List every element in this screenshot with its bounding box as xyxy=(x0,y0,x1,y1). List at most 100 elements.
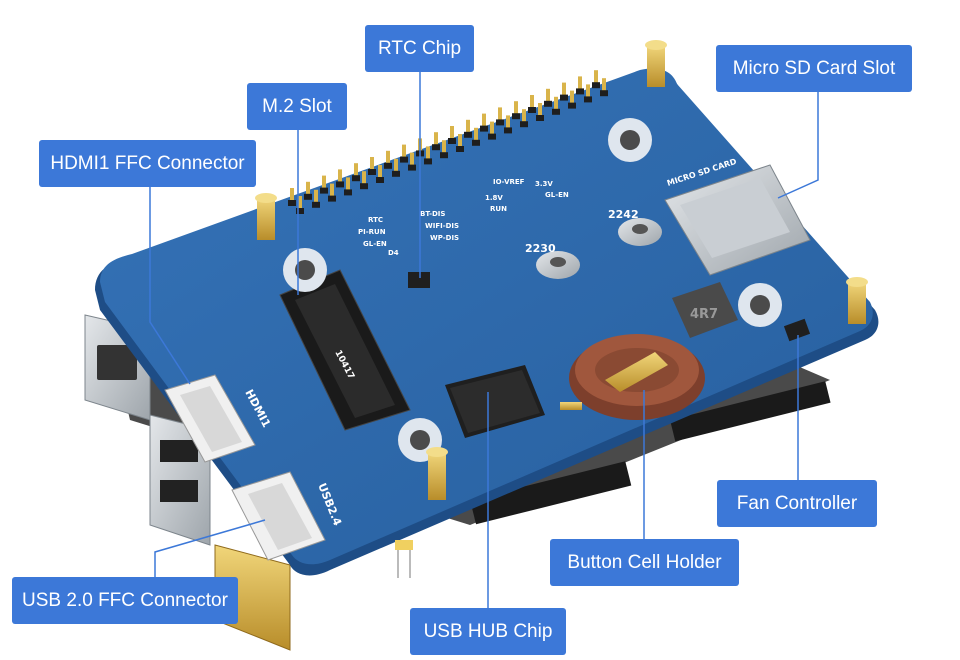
callout-usb2-ffc-connector: USB 2.0 FFC Connector xyxy=(12,577,238,624)
gpio-pin-base xyxy=(560,94,568,101)
silk-wifi-dis: WIFI-DIS xyxy=(425,222,459,230)
m2-standoffs: 2230 2242 xyxy=(525,208,662,279)
gpio-pin-base xyxy=(296,208,304,214)
callout-micro-sd-card-slot: Micro SD Card Slot xyxy=(716,45,912,92)
gpio-pin xyxy=(482,113,486,128)
gpio-pin-base xyxy=(592,82,600,89)
gpio-pin xyxy=(538,103,542,117)
gpio-pin xyxy=(338,169,342,184)
gpio-pin-base xyxy=(536,115,544,121)
gpio-pin xyxy=(594,70,598,85)
gpio-pin xyxy=(554,96,558,111)
gpio-pin-base xyxy=(576,88,584,95)
gpio-pin xyxy=(314,189,318,204)
gpio-pin-base xyxy=(448,138,456,144)
gpio-pin xyxy=(354,163,358,178)
callout-button-cell-holder: Button Cell Holder xyxy=(550,539,739,586)
gpio-pin-base xyxy=(552,108,560,115)
gpio-pin xyxy=(562,82,566,97)
gpio-pin-base xyxy=(304,193,312,200)
bottom-pins xyxy=(395,540,413,578)
gpio-pin xyxy=(442,140,446,155)
gpio-pin-base xyxy=(528,107,536,113)
gpio-pin-base xyxy=(600,90,608,97)
gpio-pin-base xyxy=(480,125,488,132)
gpio-pin xyxy=(330,183,334,198)
gpio-pin xyxy=(450,126,454,140)
callout-m2-slot: M.2 Slot xyxy=(247,83,347,130)
silk-pi-run: PI-RUN xyxy=(358,228,386,236)
silkscreen-block: RTC PI-RUN GL-EN D4 BT-DIS WIFI-DIS WP-D… xyxy=(358,178,569,257)
gpio-pin xyxy=(394,158,398,173)
gpio-pin xyxy=(498,107,502,122)
gpio-pin xyxy=(346,177,350,192)
gpio-pin-base xyxy=(568,102,576,109)
silk-3v3: 3.3V xyxy=(535,180,553,188)
gpio-pin-base xyxy=(512,113,520,120)
silk-io-vref: IO-VREF xyxy=(493,178,525,186)
gpio-pin xyxy=(434,132,438,147)
brass-standoffs xyxy=(255,40,868,500)
gpio-pin xyxy=(370,157,374,171)
gpio-pin-base xyxy=(352,175,360,182)
gpio-pin-base xyxy=(472,139,480,146)
gpio-pin-base xyxy=(376,177,384,183)
gpio-pin-base xyxy=(488,133,496,140)
gpio-pin-base xyxy=(336,181,344,188)
gpio-pin xyxy=(458,134,462,148)
gpio-pin xyxy=(410,152,414,167)
callout-hdmi1-ffc-connector: HDMI1 FFC Connector xyxy=(39,140,256,187)
silk-d4: D4 xyxy=(388,249,399,257)
mounting-holes xyxy=(283,118,782,462)
leader-lines xyxy=(149,72,819,608)
gpio-pin xyxy=(290,188,294,202)
gpio-pin xyxy=(506,115,510,130)
silk-wp-dis: WP-DIS xyxy=(430,234,459,242)
size-2230-label: 2230 xyxy=(525,242,556,255)
gpio-pin-base xyxy=(360,183,368,190)
gpio-pin-base xyxy=(344,189,352,196)
micro-sd-slot-graphic: MICRO SD CARD xyxy=(664,157,811,276)
gpio-pin xyxy=(602,78,606,93)
silk-gl-en: GL-EN xyxy=(363,240,387,248)
gpio-pin-base xyxy=(312,201,320,208)
leader-micro-sd xyxy=(777,92,819,199)
gpio-pin-base xyxy=(368,169,376,175)
silk-bt-dis: BT-DIS xyxy=(420,210,445,218)
gpio-pin xyxy=(426,146,430,161)
usb-hub-chip-graphic xyxy=(445,365,545,438)
gpio-pin-base xyxy=(392,170,400,177)
gpio-pin-base xyxy=(424,158,432,165)
gpio-pin xyxy=(378,165,382,179)
leader-usb-ffc xyxy=(154,519,266,577)
gpio-pin-base xyxy=(320,187,328,194)
gpio-pin-base xyxy=(328,195,336,202)
silk-1v8: 1.8V xyxy=(485,194,503,202)
gpio-pin-base xyxy=(504,127,512,134)
gpio-pin xyxy=(522,109,526,124)
gpio-pin xyxy=(514,101,518,116)
gpio-pin-base xyxy=(520,121,528,128)
gpio-pin-base xyxy=(408,164,416,171)
gpio-pin-base xyxy=(432,144,440,151)
callout-fan-controller: Fan Controller xyxy=(717,480,877,527)
silk-rtc: RTC xyxy=(368,216,383,224)
gpio-pin-base xyxy=(440,152,448,159)
gpio-pin xyxy=(490,121,494,136)
button-cell-holder-graphic xyxy=(560,334,705,420)
gpio-pin-base xyxy=(464,131,472,138)
gpio-pin xyxy=(474,127,478,142)
gpio-pin-base xyxy=(400,156,408,163)
size-2242-label: 2242 xyxy=(608,208,639,221)
callout-rtc-chip: RTC Chip xyxy=(365,25,474,72)
gpio-pin xyxy=(466,119,470,134)
gpio-pin xyxy=(298,196,302,210)
gpio-pin xyxy=(546,88,550,103)
gpio-pin xyxy=(578,76,582,91)
gpio-pin xyxy=(322,175,326,190)
gpio-pin xyxy=(306,181,310,196)
gpio-pin xyxy=(362,171,366,186)
gpio-pin xyxy=(386,150,390,165)
